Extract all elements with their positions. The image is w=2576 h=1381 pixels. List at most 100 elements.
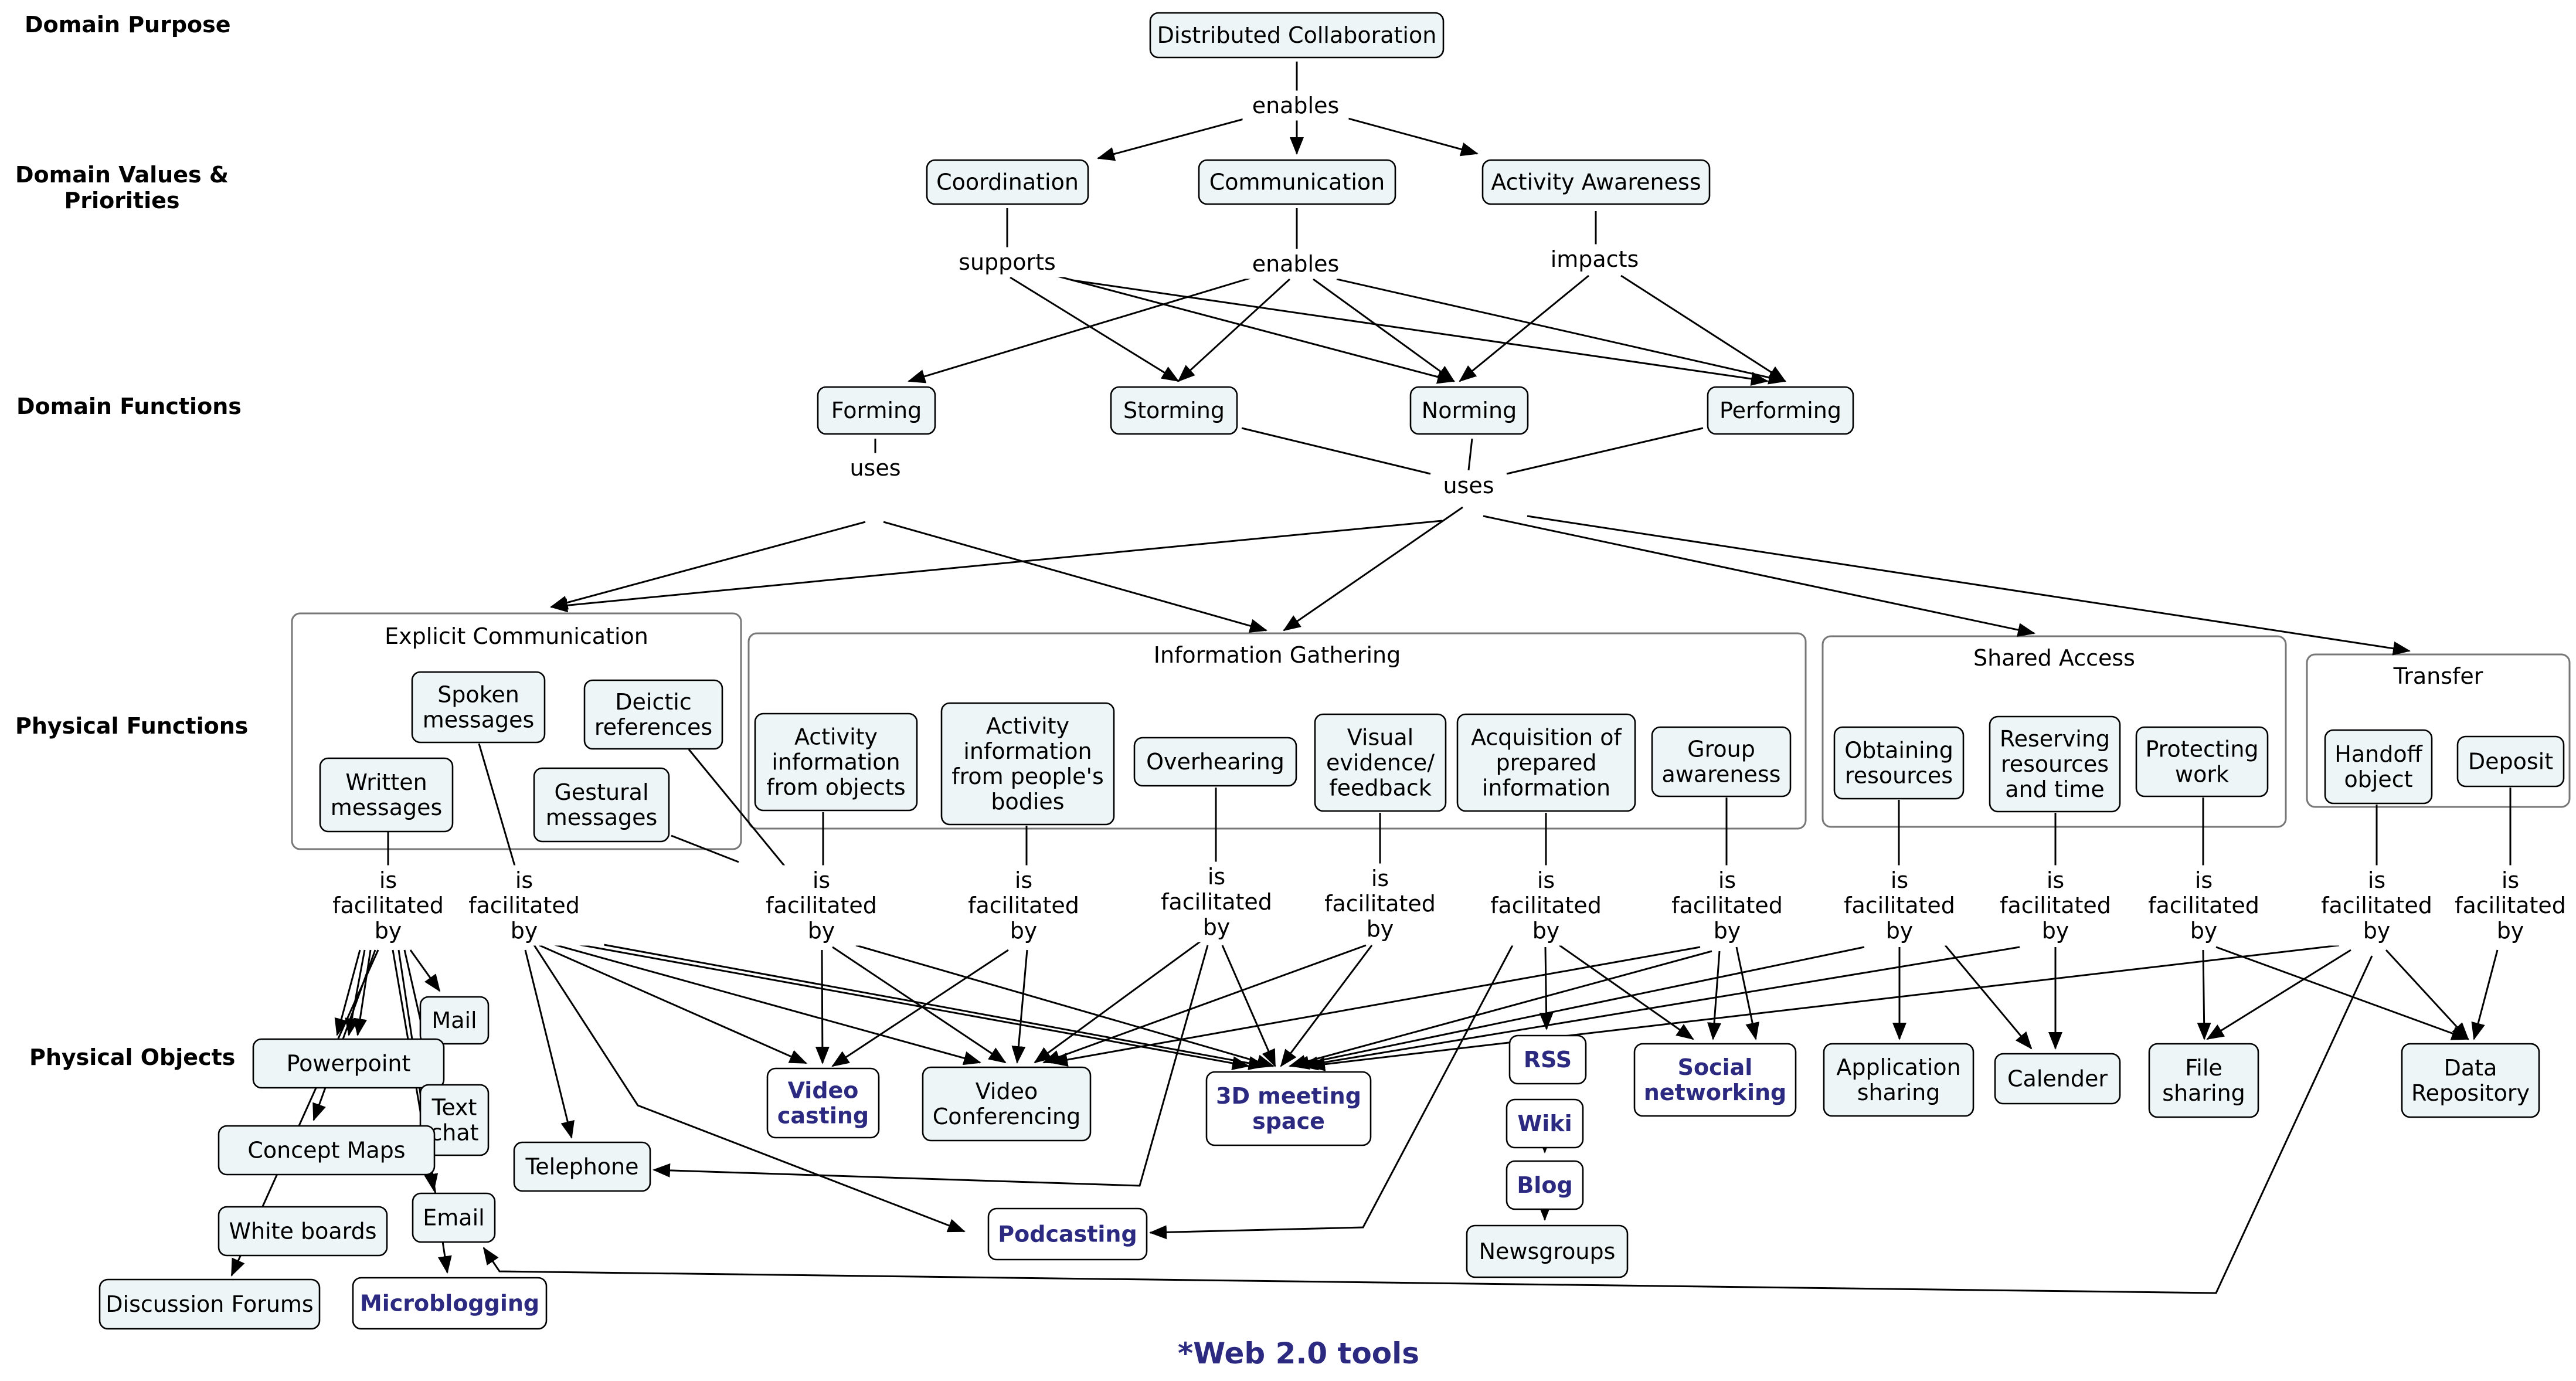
- text-line: Telephone: [525, 1154, 639, 1180]
- node-coord[interactable]: Coordination: [926, 159, 1089, 205]
- node-rss[interactable]: RSS: [1508, 1034, 1587, 1085]
- text-line: by: [1714, 918, 1741, 944]
- text-line: messages: [546, 805, 658, 830]
- text-line: awareness: [1662, 762, 1781, 788]
- node-aa[interactable]: Activity Awareness: [1481, 159, 1711, 205]
- text-line: is: [1718, 867, 1736, 893]
- arrow-edge: [1042, 944, 1367, 1064]
- arrow-edge: [524, 949, 575, 1139]
- arrow-edge: [1483, 515, 2035, 637]
- text-line: is: [1537, 867, 1555, 893]
- node-blog[interactable]: Blog: [1506, 1160, 1584, 1210]
- node-wiki[interactable]: Wiki: [1506, 1098, 1584, 1149]
- node-dc[interactable]: Distributed Collaboration: [1149, 12, 1445, 59]
- arrow-edge: [1307, 944, 2340, 1071]
- arrow-edge: [1539, 946, 1554, 1030]
- node-comm[interactable]: Communication: [1198, 159, 1396, 205]
- row-label-line: Physical Functions: [15, 713, 248, 739]
- arrow-edge: [1177, 278, 1291, 382]
- text-line: facilitated: [1161, 889, 1272, 915]
- link-label-impacts: impacts: [1541, 244, 1648, 274]
- text-line: is: [515, 867, 533, 893]
- text-line: uses: [849, 455, 900, 481]
- arrow-edge: [2197, 949, 2211, 1040]
- text-line: is: [2195, 867, 2213, 893]
- node-mail[interactable]: Mail: [419, 996, 490, 1045]
- node-podcasting[interactable]: Podcasting: [987, 1207, 1148, 1261]
- node-forming[interactable]: Forming: [817, 386, 936, 435]
- node-calender[interactable]: Calender: [1994, 1053, 2121, 1105]
- arrow-edge: [855, 944, 1275, 1068]
- text-line: resources: [1845, 763, 1953, 789]
- text-line: Email: [423, 1205, 484, 1231]
- node-performing[interactable]: Performing: [1707, 386, 1854, 435]
- text-line: sharing: [2162, 1080, 2245, 1106]
- text-line: is: [1371, 866, 1389, 891]
- link-label-supports: supports: [947, 247, 1067, 277]
- text-line: is: [1208, 864, 1225, 890]
- text-line: Communication: [1209, 169, 1385, 195]
- text-line: Application: [1836, 1054, 1960, 1080]
- node-deposit[interactable]: Deposit: [2456, 735, 2565, 788]
- arrow-edge: [908, 276, 1255, 384]
- text-line: supports: [959, 249, 1056, 275]
- arrow-edge: [1034, 937, 1205, 1064]
- text-line: Data: [2444, 1055, 2497, 1081]
- arrow-edge: [550, 521, 866, 610]
- arrow-edge: [1620, 274, 1786, 382]
- node-microblogging[interactable]: Microblogging: [352, 1277, 548, 1330]
- arrow-edge: [409, 949, 441, 992]
- text-line: Reserving: [2000, 726, 2110, 752]
- text-line: by: [1886, 918, 1914, 944]
- text-line: networking: [1644, 1080, 1787, 1105]
- arrow-edge: [532, 944, 966, 1233]
- node-discussion[interactable]: Discussion Forums: [98, 1278, 321, 1330]
- node-overhearing[interactable]: Overhearing: [1133, 737, 1297, 787]
- arrow-edge: [653, 945, 1209, 1187]
- link-label-enables-top: enables: [1242, 90, 1349, 121]
- arrow-edge: [883, 521, 1267, 633]
- row-label-functions: Domain Functions: [16, 393, 242, 419]
- node-whiteboards[interactable]: White boards: [218, 1206, 388, 1257]
- node-concept[interactable]: Concept Maps: [218, 1125, 436, 1176]
- text-line: Written: [345, 769, 427, 795]
- text-line: facilitated: [1324, 891, 1436, 917]
- node-storming[interactable]: Storming: [1110, 386, 1238, 435]
- text-line: impacts: [1551, 246, 1639, 272]
- node-norming[interactable]: Norming: [1409, 386, 1529, 435]
- text-line: is: [379, 867, 397, 893]
- node-powerpoint[interactable]: Powerpoint: [252, 1038, 445, 1089]
- node-telephone[interactable]: Telephone: [513, 1141, 651, 1192]
- text-line: information: [1482, 775, 1610, 801]
- node-newsgroups[interactable]: Newsgroups: [1466, 1224, 1629, 1278]
- text-line: Norming: [1422, 398, 1517, 423]
- connector-line: [1467, 438, 1473, 471]
- text-line: File: [2185, 1055, 2222, 1081]
- node-email[interactable]: Email: [412, 1192, 496, 1243]
